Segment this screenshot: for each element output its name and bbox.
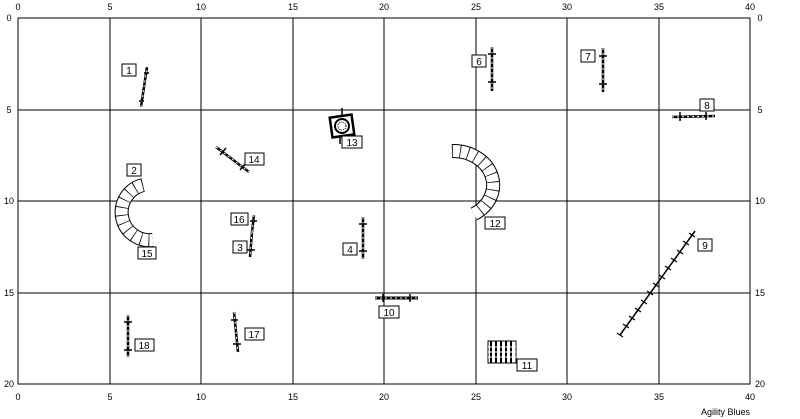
obstacle-number: 3 — [237, 243, 243, 254]
course-title: Agility Blues — [700, 407, 750, 417]
y-tick-right: 20 — [755, 379, 765, 389]
obstacle-15-tunnel[interactable]: 15 — [137, 246, 157, 260]
x-tick-top: 30 — [562, 2, 572, 12]
x-tick-top: 15 — [288, 2, 298, 12]
y-tick-right: 5 — [757, 105, 762, 115]
obstacle-3-jump[interactable]: 3 — [232, 231, 255, 258]
x-tick-top: 25 — [471, 2, 481, 12]
obstacle-13-tire[interactable]: 13 — [328, 108, 363, 149]
y-tick-left: 20 — [4, 379, 14, 389]
x-tick-bottom: 35 — [654, 392, 664, 402]
x-tick-bottom: 10 — [196, 392, 206, 402]
obstacle-number: 16 — [233, 215, 245, 226]
x-tick-bottom: 20 — [379, 392, 389, 402]
y-tick-left: 15 — [4, 288, 14, 298]
obstacle-16-jump[interactable]: 16 — [230, 212, 257, 233]
x-tick-top: 20 — [379, 2, 389, 12]
obstacle-number: 2 — [131, 166, 137, 177]
x-tick-top: 0 — [15, 2, 20, 12]
x-tick-bottom: 15 — [288, 392, 298, 402]
obstacle-8-jump[interactable]: 8 — [671, 98, 716, 121]
obstacle-6-jump[interactable]: 6 — [471, 47, 496, 91]
obstacle-17-jump[interactable]: 17 — [231, 311, 265, 353]
y-tick-left: 10 — [4, 196, 14, 206]
obstacle-number: 11 — [522, 361, 533, 372]
x-tick-top: 40 — [745, 2, 755, 12]
y-tick-right: 15 — [755, 288, 765, 298]
obstacle-number: 14 — [248, 155, 260, 166]
obstacle-4-jump[interactable]: 4 — [342, 217, 367, 259]
obstacle-number: 18 — [138, 341, 150, 352]
obstacle-number: 17 — [248, 330, 260, 341]
obstacle-number: 1 — [126, 66, 132, 77]
y-tick-left: 5 — [6, 105, 11, 115]
obstacle-number: 9 — [702, 241, 708, 252]
x-tick-bottom: 30 — [562, 392, 572, 402]
obstacle-14-jump[interactable]: 14 — [215, 146, 265, 173]
obstacle-number: 6 — [476, 57, 482, 68]
obstacle-number: 8 — [704, 101, 710, 112]
x-tick-top: 5 — [107, 2, 112, 12]
obstacle-18-jump[interactable]: 18 — [124, 315, 155, 357]
obstacle-number: 10 — [383, 308, 395, 319]
x-tick-bottom: 40 — [745, 392, 755, 402]
obstacle-10-table[interactable]: 11 — [487, 340, 538, 372]
x-tick-top: 10 — [196, 2, 206, 12]
obstacle-number: 13 — [346, 138, 358, 149]
obstacle-2-tunnel[interactable]: 2 — [114, 163, 154, 248]
grid — [17, 17, 751, 385]
obstacle-7-jump[interactable]: 7 — [580, 48, 607, 92]
x-tick-bottom: 5 — [107, 392, 112, 402]
obstacle-number: 4 — [347, 245, 353, 256]
y-tick-right: 0 — [757, 13, 762, 23]
obstacle-number: 12 — [489, 219, 501, 230]
obstacle-12-tunnel[interactable]: 12 — [451, 143, 506, 230]
x-tick-bottom: 25 — [471, 392, 481, 402]
obstacle-9-weave[interactable]: 9 — [616, 230, 713, 338]
x-tick-top: 35 — [654, 2, 664, 12]
y-tick-right: 10 — [755, 196, 765, 206]
x-tick-bottom: 0 — [15, 392, 20, 402]
y-tick-left: 0 — [6, 13, 11, 23]
obstacle-1-jump[interactable]: 1 — [121, 63, 149, 108]
obstacle-number: 7 — [585, 52, 591, 63]
obstacle-11-jump[interactable]: 10 — [375, 294, 418, 319]
obstacle-number: 15 — [141, 249, 153, 260]
